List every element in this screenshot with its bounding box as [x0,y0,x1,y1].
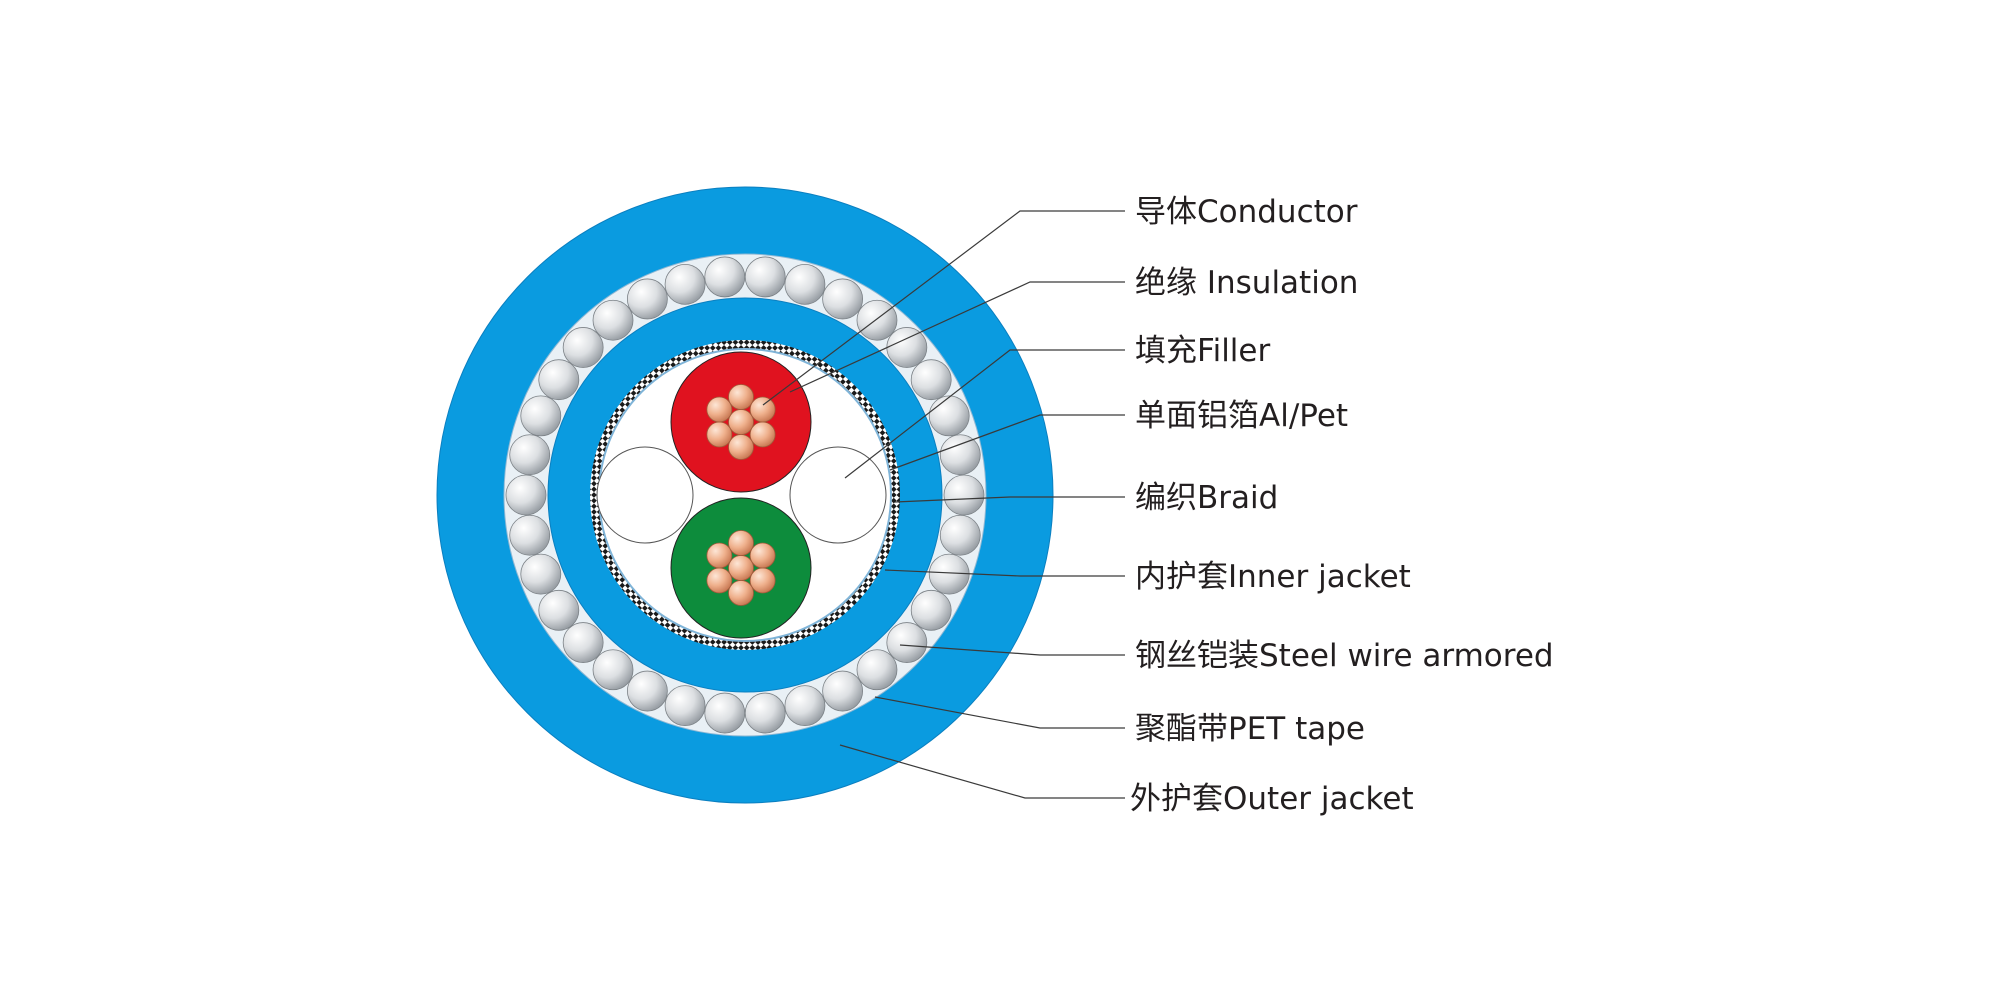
label-insulation: 绝缘 Insulation [1135,265,1358,301]
conductor-strand [706,542,733,569]
steel-wire-strand [538,589,580,631]
leader-pet-tape [874,696,1125,729]
conductor-strand [706,421,733,448]
leader-filler [844,349,1125,479]
steel-wire-strand [856,299,898,341]
conductor-strand [728,530,754,556]
leader-outer-jacket [839,744,1125,799]
leader-conductor [762,210,1125,406]
label-braid: 编织Braid [1135,480,1278,516]
steel-wire-armor-layer [505,256,985,734]
steel-wire-strand [520,553,562,595]
steel-wire-strand [744,692,786,734]
steel-wire-strand [509,434,551,476]
conductor-strand [749,421,776,448]
conductor-strand [706,567,733,594]
steel-wire-strand [562,622,604,663]
steel-wire-strand [886,622,928,663]
label-steel-wire-armored: 钢丝铠装Steel wire armored [1135,638,1554,674]
steel-wire-strand [505,474,547,516]
conductor-strand [728,384,754,410]
steel-wire-strand [910,359,952,401]
steel-wire-strand [538,359,580,401]
conductor-strand [728,409,754,435]
steel-wire-strand [509,514,551,556]
steel-wire-strand [784,263,826,305]
conductor-strand [728,434,754,460]
leader-insulation [789,281,1125,393]
label-pet-tape: 聚酯带PET tape [1135,711,1365,747]
conductor-strand [728,555,754,581]
callout-labels: 导体Conductor 绝缘 Insulation 填充Filler 单面铝箔A… [1130,194,1554,817]
steel-wire-strand [943,474,985,516]
steel-wire-strand [704,256,746,298]
steel-wire-strand [939,514,981,556]
steel-wire-strand [744,256,786,298]
steel-wire-strand [592,649,634,691]
steel-wire-strand [664,685,706,727]
filler-left [596,446,694,544]
steel-wire-strand [910,589,952,631]
leader-al-pet [889,414,1125,471]
leader-steel-wire [899,644,1125,656]
conductor-strands [706,384,776,606]
label-al-pet: 单面铝箔Al/Pet [1135,398,1348,434]
label-outer-jacket: 外护套Outer jacket [1130,781,1414,817]
filler-right [789,446,887,544]
label-filler: 填充Filler [1135,333,1270,369]
leader-inner-jacket [884,569,1125,577]
steel-wire-strand [664,263,706,305]
steel-wire-strand [928,553,970,595]
steel-wire-strand [592,299,634,341]
steel-wire-strand [520,395,562,437]
steel-wire-strand [704,692,746,734]
steel-wire-strand [562,327,604,368]
conductor-strand [749,396,776,423]
leader-lines [762,210,1125,799]
steel-wire-strand [822,670,864,712]
steel-wire-strand [928,395,970,437]
steel-wire-strand [822,278,864,320]
label-inner-jacket: 内护套Inner jacket [1135,559,1411,595]
conductor-strand [749,567,776,594]
conductor-strand [749,542,776,569]
steel-wire-strand [886,327,928,368]
leader-braid [894,496,1125,503]
conductor-strand [706,396,733,423]
label-conductor: 导体Conductor [1135,194,1358,230]
steel-wire-strand [626,278,668,320]
steel-wire-strand [939,434,981,476]
steel-wire-strand [856,649,898,691]
steel-wire-strand [784,685,826,727]
steel-wire-strand [626,670,668,712]
conductor-strand [728,580,754,606]
